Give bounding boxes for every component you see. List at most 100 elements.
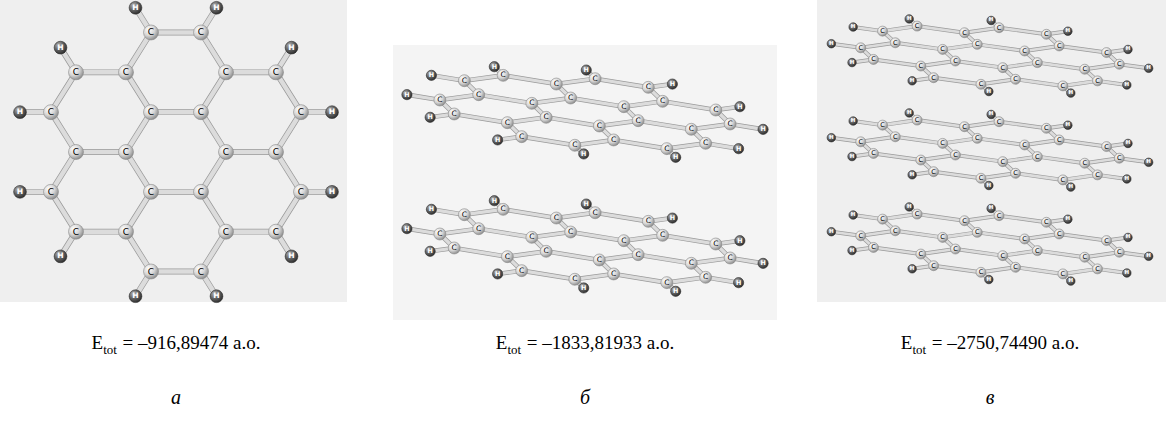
carbon-atom [1058,269,1068,279]
atom-label: C [664,145,669,153]
carbon-atom [589,207,601,219]
atom-label: H [427,248,432,254]
hydrogen-atom [326,106,339,119]
atom-label: C [953,246,958,253]
panel-background [393,45,777,320]
carbon-atom [565,226,577,238]
bond [955,61,1002,68]
carbon-atom [608,268,620,280]
hydrogen-atom [489,196,499,206]
carbon-atom [710,104,722,116]
carbon-atom [1020,234,1030,244]
panel-background [0,0,347,302]
atom-label: C [501,72,506,80]
atom-label: C [1035,59,1040,66]
atom-label: H [427,114,432,120]
bond [934,172,981,179]
hydrogen-atom [1124,233,1133,242]
atom-label: C [1013,76,1018,83]
atom-label: C [1104,237,1109,244]
bond [977,138,1024,145]
carbon-atom [950,244,960,254]
bond [1037,63,1084,70]
carbon-atom [526,97,538,109]
atom-label: C [568,94,573,102]
atom-label: H [737,104,742,110]
energy-value: Etot= –2750,74490 а.о. [901,332,1079,354]
atom-label: C [713,240,718,248]
atom-label: H [1126,141,1131,147]
carbon-atom [219,145,234,160]
atom-label: H [1126,235,1131,241]
carbon-atom [119,65,134,80]
atom-label: C [664,279,669,287]
bond [503,209,556,218]
atom-label: C [727,120,732,128]
hydrogen-atom [848,58,857,66]
atom-label: C [1061,83,1066,90]
bond [663,235,716,244]
carbon-atom [929,261,939,271]
atom-label: H [989,112,994,118]
atom-label: H [57,44,63,52]
energy-symbol: E [496,332,508,353]
carbon-atom [501,117,513,129]
carbon-atom [661,277,673,289]
atom-label: H [907,204,912,210]
atom-label: C [919,157,924,164]
hydrogen-atom [54,250,67,263]
atom-label: H [57,253,63,261]
hydrogen-atom [985,181,994,190]
carbon-atom [994,23,1004,33]
carbon-atom [1041,123,1051,133]
hydrogen-atom [827,39,836,48]
coronene-molecule [827,109,1153,192]
hydrogen-atom [426,70,436,80]
atom-label: C [198,187,204,196]
carbon-atom [700,137,712,149]
atom-label: C [962,217,967,224]
carbon-atom [878,214,888,224]
carbon-atom [912,209,922,219]
atom-label: C [962,123,967,130]
carbon-atom [1020,140,1030,150]
carbon-atom [878,26,888,36]
atom-label: C [48,108,54,117]
carbon-atom [972,133,982,143]
energy-value: Etot= –1833,81933 а.о. [496,332,674,354]
carbon-atom [144,264,159,279]
carbon-atom [1011,74,1021,84]
bond [934,78,981,85]
hydrogen-atom [402,90,412,100]
carbon-atom [448,242,460,254]
atom-label: H [851,212,856,218]
hydrogen-atom [735,236,745,246]
carbon-atom [972,227,982,237]
atom-label: C [940,234,945,241]
carbon-atom [194,25,209,40]
atom-label: C [621,103,626,111]
atom-label: C [148,267,154,276]
carbon-atom [890,38,900,48]
atom-label: H [1125,176,1130,182]
atom-label: C [597,122,602,130]
hydrogen-atom [987,110,996,119]
atom-label: C [73,227,79,236]
atom-label: H [581,151,586,157]
panel-letter: б [580,386,590,409]
panel-background [817,0,1166,302]
atom-label: H [850,60,855,66]
bond [999,28,1046,35]
bond [999,122,1046,129]
carbon-atom [1114,59,1124,69]
atom-label: C [940,46,945,53]
carbon-atom [912,115,922,125]
carbon-atom [916,61,926,71]
bond [873,247,920,254]
atom-label: C [148,108,154,117]
atom-label: H [1066,28,1071,34]
energy-subscript: tot [912,342,926,357]
carbon-atom [1092,170,1102,180]
hydrogen-atom [758,124,768,134]
